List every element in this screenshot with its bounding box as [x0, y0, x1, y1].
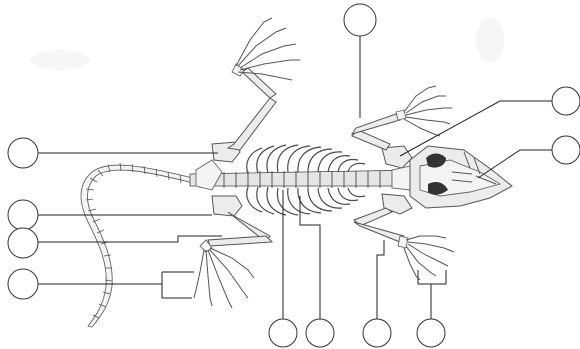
- leader-2: [400, 101, 552, 156]
- fore-limb-lower: [354, 208, 454, 280]
- leader-7: [38, 272, 194, 298]
- skull: [410, 146, 512, 208]
- label-circle-5[interactable]: [8, 200, 38, 230]
- label-circle-4[interactable]: [8, 138, 38, 168]
- leader-6: [38, 236, 222, 242]
- label-circle-8[interactable]: [269, 319, 297, 347]
- fore-foot-upper: [404, 86, 452, 136]
- label-circle-2[interactable]: [552, 87, 580, 115]
- hind-limb-upper: [228, 18, 300, 150]
- hind-foot-lower: [194, 248, 254, 308]
- label-circle-7[interactable]: [8, 269, 38, 299]
- label-circle-10[interactable]: [363, 319, 391, 347]
- label-circle-6[interactable]: [8, 228, 38, 258]
- hind-limb-lower: [194, 212, 272, 308]
- label-circle-3[interactable]: [552, 136, 580, 164]
- vertebral-column: [190, 170, 420, 188]
- leader-11: [418, 270, 446, 319]
- background-smudges: [30, 18, 504, 70]
- label-circle-11[interactable]: [417, 319, 445, 347]
- leader-9: [300, 196, 320, 319]
- tail: [81, 163, 193, 327]
- label-circle-1[interactable]: [344, 4, 376, 36]
- fore-limb-upper: [352, 86, 452, 150]
- label-circle-9[interactable]: [306, 319, 334, 347]
- leader-10: [377, 240, 384, 319]
